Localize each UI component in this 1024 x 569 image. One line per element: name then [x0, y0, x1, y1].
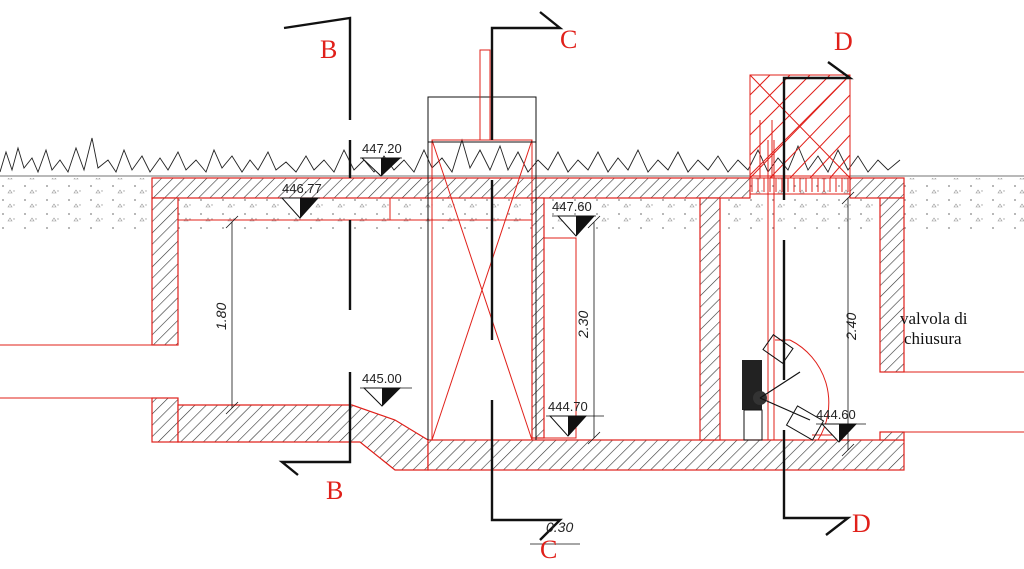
dimension-label: 0.30 [546, 519, 573, 535]
section-label-d-top: D [834, 27, 853, 56]
elevation-label: 445.00 [362, 371, 402, 386]
section-cut-d [782, 61, 854, 536]
section-label-b-bottom: B [326, 476, 343, 505]
inlet-pipe [0, 344, 152, 399]
grass-line [0, 137, 901, 174]
dimension-label: 1.80 [213, 303, 229, 330]
chamber-walls [151, 177, 905, 471]
dimension-label: 2.40 [843, 313, 859, 341]
dimension-label: 2.30 [575, 311, 591, 339]
elevation-label: 444.60 [816, 407, 856, 422]
outlet-pipe [904, 371, 1024, 433]
valve-annotation: valvola di [900, 309, 968, 328]
section-label-c-top: C [560, 25, 577, 54]
elevation-label: 447.60 [552, 199, 592, 214]
valve-grating [749, 175, 851, 195]
section-label-d-bottom: D [852, 509, 871, 538]
elevation-label: 447.20 [362, 141, 402, 156]
elevation-label: 444.70 [548, 399, 588, 414]
section-label-c-bottom: C [540, 535, 557, 564]
elevation-markers [280, 157, 866, 443]
elevation-label: 446.77 [282, 181, 322, 196]
section-label-b-top: B [320, 35, 337, 64]
section-cut-c [490, 11, 564, 541]
section-cut-b [278, 16, 352, 476]
valve-housing-top [749, 74, 851, 179]
dimension-lines [225, 191, 855, 545]
valve-annotation: chiusura [904, 329, 962, 348]
manhole-shaft [427, 49, 537, 441]
